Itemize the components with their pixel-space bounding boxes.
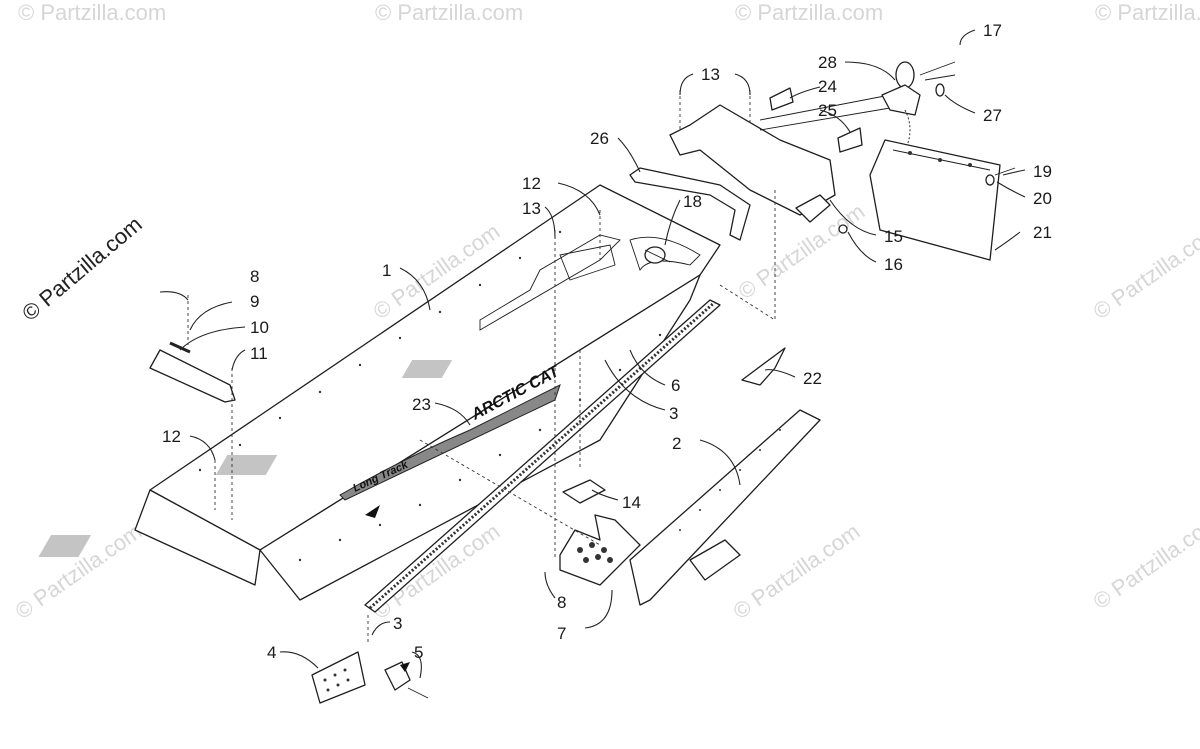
vent-grille — [38, 360, 453, 557]
callout-27: 27 — [983, 106, 1002, 125]
hitch-part — [881, 61, 956, 151]
tunnel-part — [38, 184, 721, 601]
callout-22: 22 — [803, 369, 822, 388]
callout-9: 9 — [250, 292, 259, 311]
watermark: © Partzilla.com — [375, 0, 523, 25]
callout-13: 13 — [701, 65, 720, 84]
watermark: © Partzilla.com — [18, 0, 166, 25]
callout-18: 18 — [683, 192, 702, 211]
callout-24: 24 — [818, 77, 837, 96]
footrest-part — [559, 514, 641, 586]
callout-2: 2 — [672, 434, 681, 453]
callout-11: 11 — [250, 344, 268, 363]
reference-lines — [187, 90, 776, 645]
sticker-part — [741, 347, 786, 386]
callout-16: 16 — [884, 255, 903, 274]
plate-part — [562, 479, 606, 504]
callout-6: 6 — [671, 376, 680, 395]
callout-25: 25 — [818, 101, 837, 120]
callout-21: 21 — [1033, 223, 1052, 242]
callouts: 1 2 3 3 4 5 6 7 8 8 9 10 11 12 12 13 13 … — [162, 21, 1052, 662]
leader-lines — [159, 29, 1026, 679]
rear-bumper-part — [629, 87, 891, 241]
callout-13: 13 — [522, 199, 541, 218]
callout-15: 15 — [884, 227, 903, 246]
callout-3: 3 — [669, 404, 678, 423]
decal-24 — [769, 87, 794, 111]
callout-20: 20 — [1033, 189, 1052, 208]
callout-26: 26 — [590, 129, 609, 148]
callout-19: 19 — [1033, 162, 1052, 181]
callout-23: 23 — [412, 395, 431, 414]
snow-flap-part — [869, 139, 1016, 261]
watermark: © Partzilla.com — [735, 0, 883, 25]
callout-7: 7 — [557, 624, 566, 643]
callout-12: 12 — [522, 174, 541, 193]
callout-8: 8 — [557, 593, 566, 612]
rivet-pattern — [198, 230, 662, 562]
callout-5: 5 — [414, 643, 423, 662]
watermark: © Partzilla.com — [729, 519, 865, 625]
callout-10: 10 — [250, 318, 269, 337]
bracket-part — [149, 341, 236, 403]
reflector-18-part — [644, 246, 671, 264]
callout-14: 14 — [622, 493, 641, 512]
decal-25 — [837, 127, 863, 153]
callout-17: 17 — [983, 21, 1002, 40]
callout-8: 8 — [250, 267, 259, 286]
reflector-part — [384, 661, 429, 699]
side-rail-part — [629, 409, 821, 606]
callout-28: 28 — [818, 53, 837, 72]
callout-4: 4 — [267, 643, 276, 662]
watermark: © Partzilla.com — [1089, 509, 1200, 615]
copyright-text: © Partzilla.com — [17, 211, 147, 325]
callout-3: 3 — [393, 614, 402, 633]
mount-plate-part — [311, 651, 366, 704]
watermark: © Partzilla.com — [11, 519, 147, 625]
watermark: © Partzilla.com — [1095, 0, 1200, 25]
callout-1: 1 — [382, 261, 391, 280]
watermark: © Partzilla.com — [1089, 219, 1200, 325]
slide-rail-part — [364, 299, 721, 613]
callout-12: 12 — [162, 427, 181, 446]
